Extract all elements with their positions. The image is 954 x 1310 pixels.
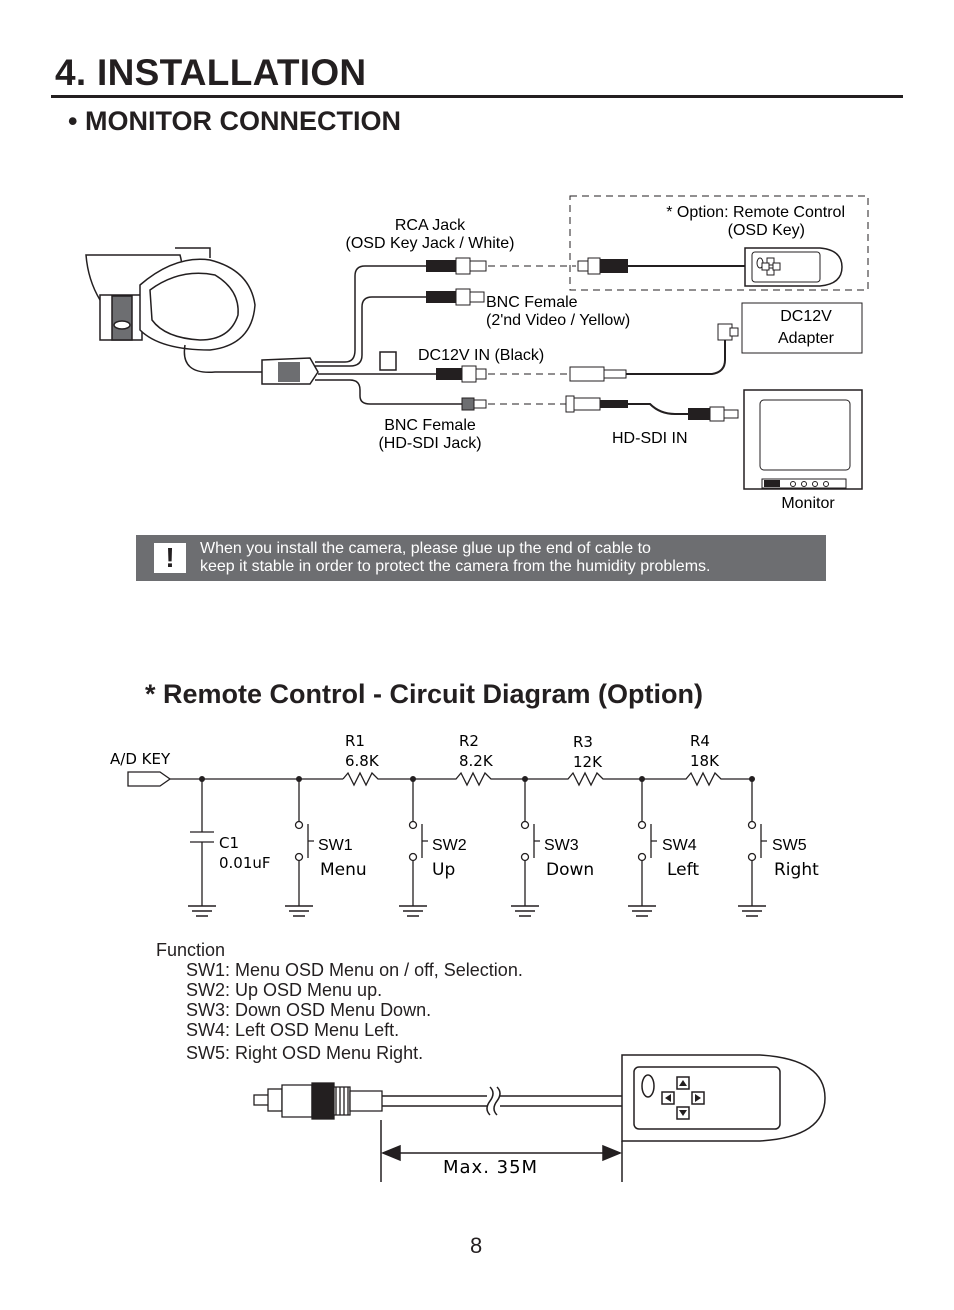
capacitor-value: 0.01uF (219, 854, 271, 872)
cable-hub-icon (261, 357, 319, 385)
bnc-video-label-1: BNC Female (486, 294, 578, 311)
function-line-sw4: SW4: Left OSD Menu Left. (186, 1020, 400, 1040)
bnc-hdsdi-label-2: (HD-SDI Jack) (378, 435, 481, 452)
sw3-name: SW3 (544, 837, 579, 854)
max-length-dimension (380, 1120, 623, 1182)
option-label-1: * Option: Remote Control (666, 204, 845, 221)
function-line-sw2: SW2: Up OSD Menu up. (186, 980, 383, 1000)
connection-diagram: * Option: Remote Control (OSD Key) RCA J… (85, 195, 869, 512)
dc12v-adapter-label-2: Adapter (778, 330, 835, 347)
dc12v-in-label: DC12V IN (Black) (418, 347, 544, 364)
option-box (569, 195, 869, 291)
sw4-function: Left (667, 860, 699, 880)
bnc-video-label-2: (2'nd Video / Yellow) (486, 312, 630, 329)
hdsdi-in-label: HD-SDI IN (612, 430, 688, 447)
sw2-name: SW2 (432, 837, 467, 854)
sw5-name: SW5 (772, 837, 807, 854)
dc12v-adapter-plug (717, 323, 739, 341)
r1-name: R1 (345, 732, 365, 750)
camera-icon (85, 247, 256, 351)
bnc-hdsdi-connector (461, 397, 487, 411)
function-line-sw5: SW5: Right OSD Menu Right. (186, 1043, 424, 1063)
rca-jack-label-2: (OSD Key Jack / White) (346, 235, 515, 252)
sw3-function: Down (546, 860, 594, 880)
dc12v-in-connector (436, 365, 487, 383)
cable-branches (315, 265, 462, 405)
function-line-sw1: SW1: Menu OSD Menu on / off, Selection. (186, 960, 523, 980)
ground-symbols (188, 905, 766, 917)
rca-jack-connector (426, 257, 487, 275)
option-remote-plug (577, 257, 628, 275)
ad-key-terminal (127, 771, 172, 787)
remote-control-icon (621, 1054, 826, 1142)
dc12v-adapter-box (741, 302, 863, 354)
r1-value: 6.8K (345, 752, 380, 770)
circuit-diagram: A/D KEY C1 0.01uF R1 6.8K R2 8.2K R3 12K… (110, 732, 819, 917)
rca-jack-label-1: RCA Jack (395, 217, 466, 234)
sw5-function: Right (774, 860, 819, 880)
remote-rca-plug (253, 1082, 383, 1120)
hdsdi-cable (628, 403, 710, 415)
r2-value: 8.2K (459, 752, 494, 770)
monitor-rca-plug (688, 406, 739, 422)
switch-symbols (294, 779, 767, 906)
page-title: 4. INSTALLATION (55, 52, 367, 93)
option-label-2: (OSD Key) (728, 222, 805, 239)
exclamation-icon: ! (154, 543, 186, 573)
remote-control-drawing: Max. 35M (253, 1054, 826, 1182)
function-list: Function SW1: Menu OSD Menu on / off, Se… (156, 940, 523, 1063)
title-rule (51, 95, 903, 98)
dc12v-plug (569, 366, 627, 382)
monitor-icon (743, 389, 863, 490)
page-number: 8 (470, 1233, 483, 1258)
capacitor-name: C1 (219, 834, 239, 852)
bnc-hdsdi-label-1: BNC Female (384, 417, 476, 434)
r4-value: 18K (690, 752, 720, 770)
caution-notice: ! When you install the camera, please gl… (136, 535, 826, 581)
notice-line-2: keep it stable in order to protect the c… (200, 558, 711, 575)
monitor-label: Monitor (781, 495, 835, 512)
r3-value: 12K (573, 753, 603, 771)
ad-key-label: A/D KEY (110, 750, 171, 768)
section-heading-circuit-diagram: * Remote Control - Circuit Diagram (Opti… (145, 679, 704, 709)
dc12v-adapter-label-1: DC12V (780, 308, 832, 325)
camera-cable (183, 344, 262, 373)
notice-line-1: When you install the camera, please glue… (200, 540, 651, 557)
bnc-female-video-connector (426, 288, 485, 306)
r2-name: R2 (459, 732, 479, 750)
section-heading-monitor-connection: • MONITOR CONNECTION (68, 106, 401, 136)
r4-name: R4 (690, 732, 710, 750)
sw1-name: SW1 (318, 837, 353, 854)
sw1-function: Menu (320, 860, 367, 880)
function-heading: Function (156, 940, 226, 960)
max-length-label: Max. 35M (443, 1157, 538, 1178)
remote-cable (382, 1086, 622, 1116)
option-remote-control-icon (744, 247, 843, 287)
sw2-function: Up (432, 860, 455, 880)
function-line-sw3: SW3: Down OSD Menu Down. (186, 1000, 432, 1020)
r3-name: R3 (573, 733, 593, 751)
dc12v-cable (626, 340, 726, 375)
sw4-name: SW4 (662, 837, 697, 854)
hdsdi-bnc-plug (565, 395, 628, 413)
